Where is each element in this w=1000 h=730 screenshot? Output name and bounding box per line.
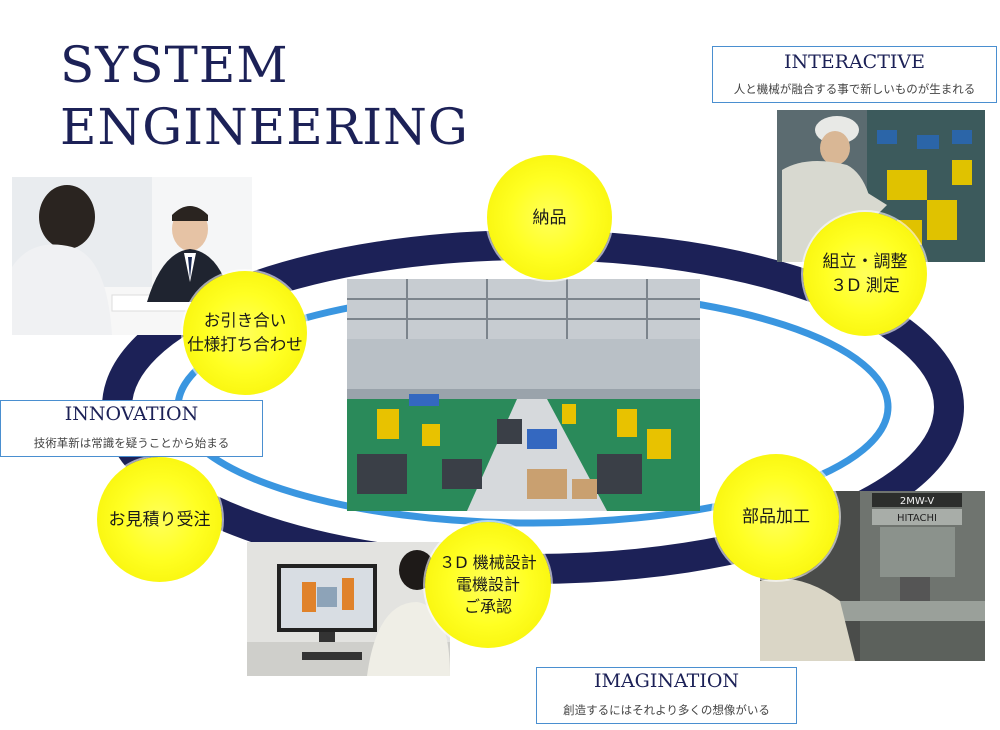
step-estimate-label: お見積り受注 [108,509,211,530]
innovation-box: INNOVATION 技術革新は常識を疑うことから始まる [0,400,263,457]
title-line-1: SYSTEM [60,36,289,94]
interactive-box: INTERACTIVE 人と機械が融合する事で新しいものが生まれる [712,46,997,103]
step-parts: 部品加工 [713,454,839,580]
interactive-subtext: 人と機械が融合する事で新しいものが生まれる [733,82,976,96]
step-design-line2: 電機設計 [455,575,520,594]
machine-model-label: 2MW-V [900,496,934,507]
page-title: SYSTEM ENGINEERING [60,34,469,158]
factory-photo [347,279,700,511]
step-assembly-line2: ３D 測定 [830,276,900,296]
step-meeting-line1: お引き合い [203,311,287,330]
innovation-subtext: 技術革新は常識を疑うことから始まる [33,436,230,450]
machine-brand-label: HITACHI [897,513,937,524]
imagination-subtext: 創造するにはそれより多くの想像がいる [563,703,770,717]
step-meeting-line2: 仕様打ち合わせ [187,335,303,354]
step-delivery-label: 納品 [532,207,567,228]
design-photo [247,542,450,676]
step-assembly: 組立・調整 ３D 測定 [803,212,927,336]
step-parts-label: 部品加工 [742,507,810,527]
step-assembly-line1: 組立・調整 [822,252,908,272]
imagination-box: IMAGINATION 創造するにはそれより多くの想像がいる [536,667,797,724]
innovation-heading: INNOVATION [64,403,199,425]
step-delivery: 納品 [487,155,612,280]
title-line-2: ENGINEERING [60,98,469,156]
step-estimate: お見積り受注 [97,457,222,582]
interactive-heading: INTERACTIVE [783,51,925,73]
step-design: ３D 機械設計 電機設計 ご承認 [425,522,551,648]
imagination-heading: IMAGINATION [593,670,740,692]
step-design-line3: ご承認 [463,597,512,616]
step-design-line1: ３D 機械設計 [439,553,537,572]
step-meeting: お引き合い 仕様打ち合わせ [183,271,307,395]
